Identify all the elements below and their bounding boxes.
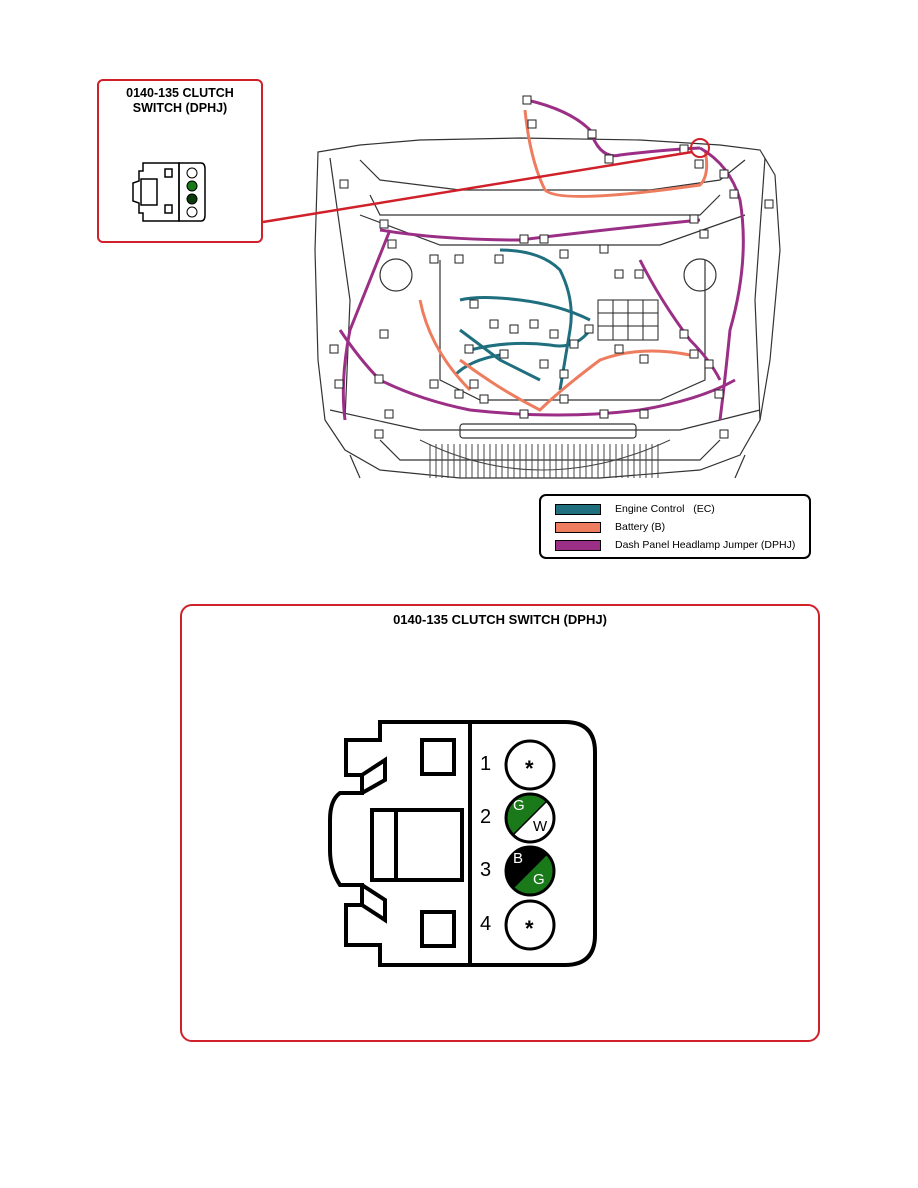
harness-connector-block: [329, 344, 339, 354]
harness-connector-block: [522, 95, 532, 105]
small-callout-title-line2: SWITCH (DPHJ): [132, 101, 228, 115]
legend-swatch: [555, 503, 601, 515]
wire-code-primary: *: [525, 916, 534, 941]
harness-connector-block: [634, 269, 644, 279]
harness-connector-block: [604, 154, 614, 164]
harness-connector-block: [587, 129, 597, 139]
harness-connector-block: [714, 389, 724, 399]
harness-connector-block: [689, 349, 699, 359]
legend-swatch: [555, 539, 601, 551]
harness-connector-block: [549, 329, 559, 339]
harness-connector-block: [614, 344, 624, 354]
harness-connector-block: [729, 189, 739, 199]
clutch-switch-highlight: [690, 138, 710, 158]
harness-connector-block: [339, 179, 349, 189]
connector-thumbnail: [132, 162, 206, 222]
harness-connector-block: [584, 324, 594, 334]
wire-code-tracer: G: [533, 871, 545, 888]
vehicle-outline: [314, 137, 781, 479]
harness-connector-block: [599, 409, 609, 419]
harness-connector-block: [469, 379, 479, 389]
harness-connector-block: [374, 374, 384, 384]
harness-connector-block: [479, 394, 489, 404]
legend-label: Dash Panel Headlamp Jumper (DPHJ): [615, 539, 796, 551]
pin-number-label: 1: [480, 753, 492, 775]
harness-connector-block: [694, 159, 704, 169]
harness-connector-block: [469, 299, 479, 309]
harness-connector-block: [719, 169, 729, 179]
harness-connector-block: [454, 254, 464, 264]
harness-connector-block: [494, 254, 504, 264]
legend-label: Engine Control (EC): [615, 503, 715, 515]
wire-code-primary: B: [513, 850, 524, 867]
wire-code-tracer: W: [533, 818, 548, 835]
harness-connector-block: [499, 349, 509, 359]
harness-connector-block: [599, 244, 609, 254]
legend-item-engine-control: Engine Control (EC): [555, 501, 715, 517]
clutch-switch-callout-small: 0140-135 CLUTCH SWITCH (DPHJ): [97, 79, 263, 243]
legend-item-battery: Battery (B): [555, 519, 665, 535]
harness-connector-block: [464, 344, 474, 354]
harness-connector-block: [639, 354, 649, 364]
harness-connector-block: [539, 234, 549, 244]
harness-connector-block: [559, 249, 569, 259]
pin-number-label: 3: [480, 859, 492, 881]
harness-connector-block: [519, 409, 529, 419]
harness-connector-block: [429, 254, 439, 264]
pin-number-label: 4: [480, 913, 492, 935]
legend-swatch: [555, 521, 601, 533]
fuse-box: [597, 299, 659, 341]
harness-connector-block: [639, 409, 649, 419]
harness-connector-block: [539, 359, 549, 369]
wire-code-primary: *: [525, 756, 534, 781]
grille: [419, 439, 671, 478]
leader-line: [262, 150, 693, 224]
legend-item-dphj: Dash Panel Headlamp Jumper (DPHJ): [555, 537, 795, 553]
harness-connector-block: [519, 234, 529, 244]
harness-connector-block: [387, 239, 397, 249]
harness-connector-block: [559, 394, 569, 404]
harness-connector-block: [334, 379, 344, 389]
wiring-legend: Engine Control (EC) Battery (B) Dash Pan…: [539, 494, 811, 559]
harness-connector-block: [379, 219, 389, 229]
small-callout-title: 0140-135 CLUTCH SWITCH (DPHJ): [99, 86, 261, 116]
detail-title: 0140-135 CLUTCH SWITCH (DPHJ): [393, 612, 607, 627]
harness-connector-block: [429, 379, 439, 389]
harness-connector-block: [529, 319, 539, 329]
harness-connector-block: [559, 369, 569, 379]
harness-connector-block: [374, 429, 384, 439]
engine-control-harness: [453, 248, 592, 391]
harness-connector-block: [509, 324, 519, 334]
pin-number-label: 2: [480, 806, 492, 828]
harness-connector-block: [454, 389, 464, 399]
harness-connector-block: [719, 429, 729, 439]
harness-connector-block: [679, 329, 689, 339]
harness-connector-block: [569, 339, 579, 349]
harness-connector-block: [689, 214, 699, 224]
clutch-switch-detail-callout: 0140-135 CLUTCH SWITCH (DPHJ): [180, 604, 820, 1042]
harness-connectors: [329, 95, 774, 439]
harness-connector-block: [699, 229, 709, 239]
harness-connector-block: [384, 409, 394, 419]
battery-harness: [418, 109, 709, 412]
harness-connector-block: [704, 359, 714, 369]
harness-connector-block: [527, 119, 537, 129]
wire-code-primary: G: [513, 797, 525, 814]
harness-connector-block: [379, 329, 389, 339]
engine-bay-diagram: [262, 95, 781, 479]
harness-connector-block: [489, 319, 499, 329]
legend-label: Battery (B): [615, 521, 666, 533]
harness-connector-block: [764, 199, 774, 209]
small-callout-title-line1: 0140-135 CLUTCH: [126, 86, 234, 100]
harness-connector-block: [614, 269, 624, 279]
